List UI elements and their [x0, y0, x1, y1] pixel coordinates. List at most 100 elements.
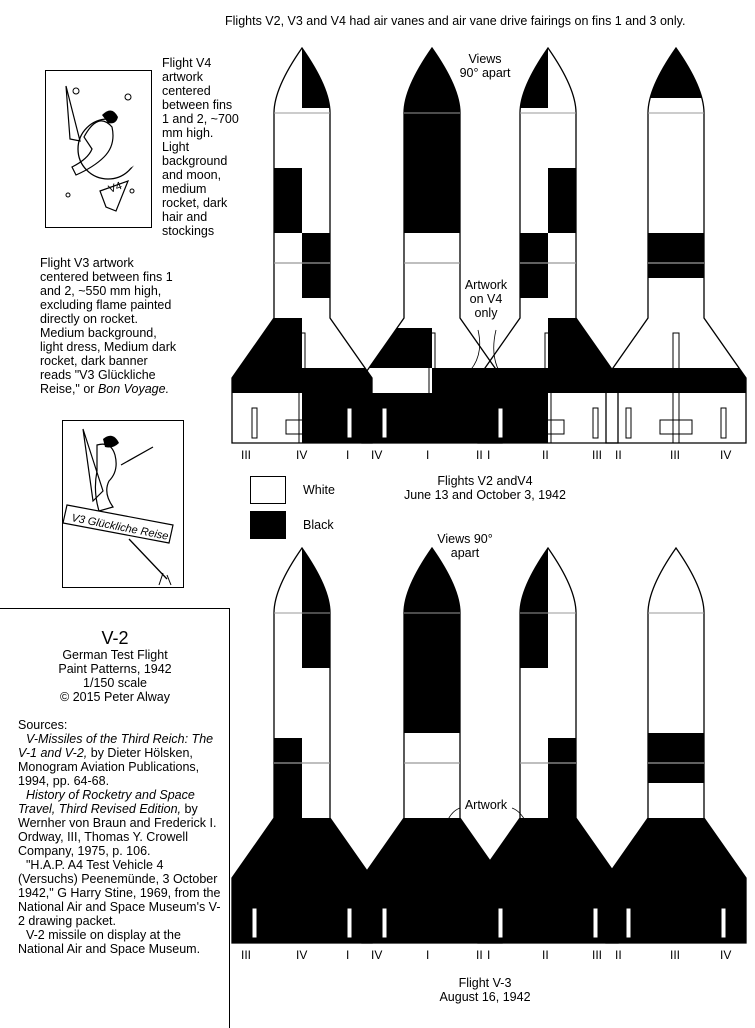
title-line: Paint Patterns, 1942 — [58, 662, 172, 676]
fin-label: I — [346, 448, 350, 462]
source-1: V-Missiles of the Third Reich: The V-1 a… — [18, 732, 214, 788]
v4-note-line: centered — [162, 84, 211, 98]
views-top-line: Views — [468, 52, 502, 66]
v3-note-line: and 2, ~550 mm high, — [40, 284, 162, 298]
v4-artwork-frame: V4 — [45, 70, 152, 228]
fin-label: IV — [296, 948, 308, 962]
legend-swatch-white — [250, 476, 286, 504]
v3-note-line: rocket, dark banner — [40, 354, 148, 368]
v4-note-line: and moon, — [162, 168, 222, 182]
legend-swatch-black — [250, 511, 286, 539]
fin-label: IV — [720, 948, 732, 962]
v3-note-line: directly on rocket. — [40, 312, 138, 326]
caption-top-line: June 13 and October 3, 1942 — [404, 488, 566, 502]
fin-label: III — [592, 948, 603, 962]
fin-label: III — [241, 448, 252, 462]
fin-label: II — [476, 448, 483, 462]
v4-artwork-image: V4 — [65, 85, 144, 212]
fin-label: II — [542, 448, 549, 462]
caption-bottom-line: Flight V-3 — [458, 976, 512, 990]
source-2: History of Rocketry and Space Travel, Th… — [18, 788, 217, 858]
header-note: Flights V2, V3 and V4 had air vanes and … — [225, 14, 686, 28]
fin-label: I — [487, 948, 491, 962]
v4-note-line: hair and — [162, 210, 208, 224]
fin-label: IV — [371, 448, 383, 462]
v3-note-line: light dress, Medium dark — [40, 340, 177, 354]
rocket-top-4 — [605, 46, 747, 444]
source-3: "H.A.P. A4 Test Vehicle 4 (Versuchs) Pee… — [18, 858, 221, 928]
v4-note-line: mm high. — [162, 126, 214, 140]
v4-note-line: artwork — [162, 70, 203, 84]
fin-label: I — [426, 448, 430, 462]
v4-note-line: Flight V4 — [162, 56, 212, 70]
artwork-v4-line: only — [474, 306, 498, 320]
title-line: © 2015 Peter Alway — [60, 690, 170, 704]
v4-note-line: background — [162, 154, 228, 168]
caption-bottom-line: August 16, 1942 — [439, 990, 531, 1004]
views-top-line: 90° apart — [459, 66, 511, 80]
fin-label: I — [346, 948, 350, 962]
rocket-bottom-4 — [605, 546, 747, 944]
artwork-v4-line: on V4 — [469, 292, 503, 306]
v4-note-line: Light — [162, 140, 190, 154]
v4-note-line: rocket, dark — [162, 196, 228, 210]
artwork-leader-1 — [439, 329, 481, 391]
views-bottom-line: apart — [450, 546, 480, 560]
artwork-bottom-label: Artwork — [464, 798, 508, 812]
fin-label: III — [592, 448, 603, 462]
rocket-bottom-1 — [231, 546, 373, 944]
v3-artwork-image: V3 Glückliche Reise — [62, 428, 174, 586]
artwork-leader-3 — [439, 807, 461, 871]
title-block — [0, 608, 230, 1028]
v3-note-line: Flight V3 artwork — [40, 256, 134, 270]
v3-note-line: Reise," or Bon Voyage. — [40, 382, 170, 396]
title: V-2 — [101, 628, 129, 648]
views-bottom-label: Views 90°apart — [420, 532, 510, 560]
v3-note-italic: Bon Voyage. — [97, 382, 170, 396]
v3-note-line: Medium background, — [40, 326, 157, 340]
source-4: V-2 missile on display at the National A… — [18, 928, 201, 956]
fin-label: IV — [720, 448, 732, 462]
artwork-v4-line: Artwork — [464, 278, 508, 292]
fin-label: II — [615, 948, 622, 962]
v4-note-line: 1 and 2, ~700 — [162, 112, 239, 126]
legend-label-black: Black — [303, 518, 334, 532]
fin-label: IV — [296, 448, 308, 462]
title-line: 1/150 scale — [83, 676, 147, 690]
v3-note-line: excluding flame painted — [40, 298, 172, 312]
fin-label: II — [542, 948, 549, 962]
rocket-top-3 — [477, 46, 619, 444]
svg-text:V4: V4 — [107, 180, 124, 196]
fin-label: III — [670, 448, 681, 462]
v3-note-line: reads "V3 Glückliche — [40, 368, 156, 382]
v4-note-line: medium — [162, 182, 207, 196]
sources-heading: Sources: — [18, 718, 68, 732]
fin-label: I — [426, 948, 430, 962]
v4-note-line: stockings — [162, 224, 215, 238]
fin-label: III — [670, 948, 681, 962]
legend-label-white: White — [303, 483, 335, 497]
rocket-bottom-3 — [477, 546, 619, 944]
sources: Sources: V-Missiles of the Third Reich: … — [18, 718, 224, 956]
views-bottom-line: Views 90° — [437, 532, 493, 546]
fin-label: IV — [371, 948, 383, 962]
v4-note-line: between fins — [162, 98, 233, 112]
fin-label: II — [615, 448, 622, 462]
caption-top-line: Flights V2 andV4 — [437, 474, 533, 488]
v3-note-line: centered between fins 1 — [40, 270, 173, 284]
artwork-leader-2 — [493, 329, 521, 393]
artwork-leader-4 — [511, 807, 537, 871]
fin-label: III — [241, 948, 252, 962]
fin-label: II — [476, 948, 483, 962]
rocket-top-1 — [231, 46, 373, 444]
fin-label: I — [487, 448, 491, 462]
title-line: German Test Flight — [62, 648, 168, 662]
